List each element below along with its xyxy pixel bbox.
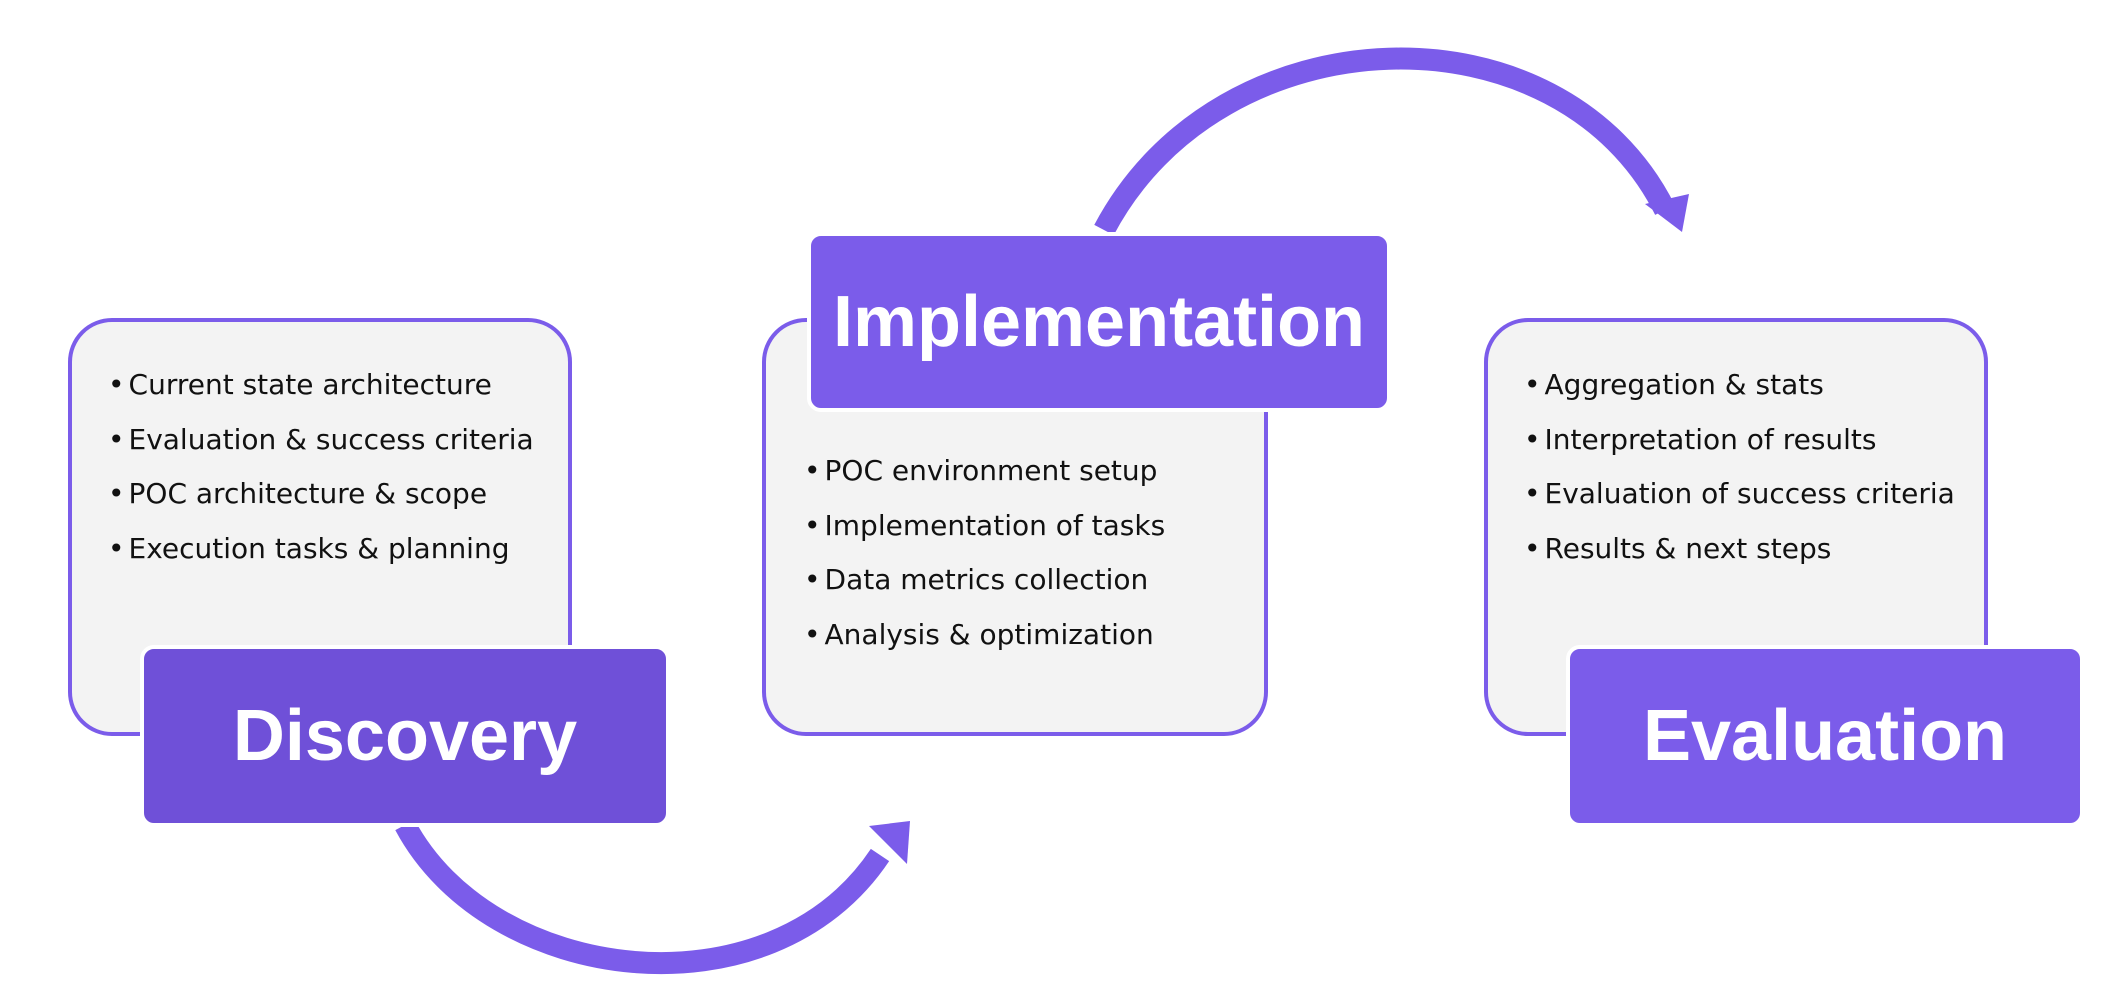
discovery-label: Discovery <box>140 645 670 827</box>
list-item: Evaluation of success criteria <box>1524 467 1955 522</box>
implementation-label: Implementation <box>807 232 1391 412</box>
list-item: Analysis & optimization <box>804 608 1165 663</box>
list-item: Evaluation & success criteria <box>108 413 534 468</box>
list-item: Results & next steps <box>1524 522 1955 577</box>
list-item: POC architecture & scope <box>108 467 534 522</box>
evaluation-list: Aggregation & stats Interpretation of re… <box>1524 358 1955 576</box>
arrow-head-implementation-to-evaluation <box>1645 194 1689 232</box>
implementation-list: POC environment setup Implementation of … <box>804 444 1166 663</box>
arrow-implementation-to-evaluation <box>1094 47 1675 236</box>
arrow-head-discovery-to-implementation <box>869 821 910 864</box>
arrow-discovery-to-implementation <box>395 819 890 975</box>
discovery-list: Current state architecture Evaluation & … <box>108 358 534 576</box>
list-item: Implementation of tasks <box>804 499 1166 554</box>
list-item: POC environment setup <box>804 444 1165 499</box>
list-item: Data metrics collection <box>804 553 1165 608</box>
list-item: Current state architecture <box>108 358 534 413</box>
list-item: Execution tasks & planning <box>108 522 534 577</box>
evaluation-label: Evaluation <box>1566 645 2084 827</box>
list-item: Interpretation of results <box>1524 413 1955 468</box>
list-item: Aggregation & stats <box>1524 358 1955 413</box>
